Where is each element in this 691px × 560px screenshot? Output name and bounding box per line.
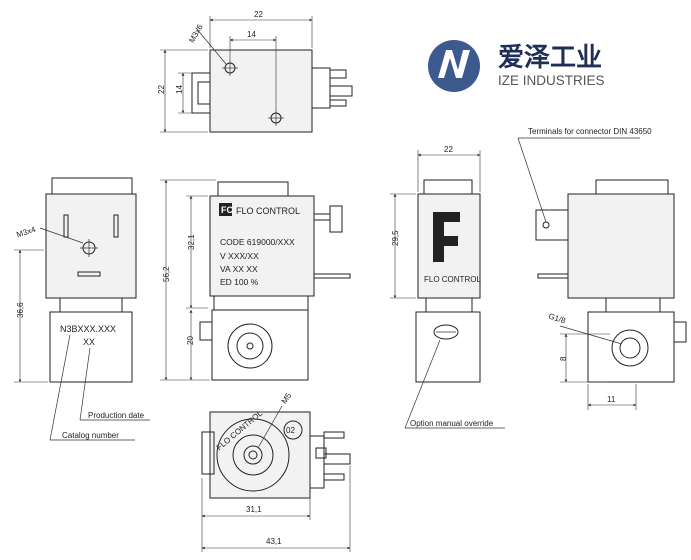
right-coil [567, 193, 675, 299]
logo-mark-icon [438, 50, 470, 78]
top-inner-width-label: 14 [247, 30, 256, 39]
right-connector-pins [535, 209, 569, 279]
top-left-cap [191, 72, 211, 114]
front-power: VA XX XX [220, 264, 258, 274]
top-left-knob [197, 81, 211, 105]
side-cap [423, 179, 473, 195]
catalog-number-label: Catalog number [62, 431, 119, 440]
side-height-label: 29,5 [391, 230, 400, 246]
bottom-left-cap [201, 431, 215, 475]
top-inner-height-label: 14 [175, 85, 184, 94]
right-cap [595, 179, 669, 195]
front-connector-pins [313, 205, 351, 279]
bottom-width1-label: 31,1 [246, 505, 262, 514]
side-width-label: 22 [444, 145, 453, 154]
bottom-center-inner [248, 450, 258, 460]
right-neck [605, 297, 661, 313]
top-height-label: 22 [157, 85, 166, 94]
left-slot-3 [77, 271, 101, 277]
bottom-ring-inner [232, 434, 274, 476]
bottom-connector-pins [315, 431, 351, 481]
part-suffix: XX [83, 337, 95, 347]
side-brand-label: FLO CONTROL [424, 275, 481, 284]
front-code: CODE 619000/XXX [220, 237, 295, 247]
bottom-coil [209, 411, 311, 499]
bottom-ring-outer [216, 418, 290, 492]
front-body-height: 20 [186, 336, 195, 345]
fc-badge-icon [219, 203, 232, 216]
bottom-view: 02 FLO CONTROL M5 31,1 43,1 [201, 391, 351, 552]
top-width-label: 22 [254, 10, 263, 19]
brand-en-name: IZE INDUSTRIES [498, 73, 605, 88]
side-body [415, 311, 481, 383]
side-neck [425, 297, 473, 313]
left-coil [45, 193, 137, 299]
front-view: FC FLO CONTROL CODE 619000/XXX V XXX/XX … [160, 179, 351, 381]
left-neck [59, 297, 123, 313]
front-port-outer [227, 323, 273, 369]
top-view: 22 14 M3x6 22 14 [157, 10, 353, 133]
front-brand-label: FLO CONTROL [236, 206, 300, 216]
bottom-center-outer [243, 445, 263, 465]
front-port-center [246, 342, 254, 350]
right-port-outer [611, 329, 649, 367]
bottom-disc [283, 420, 303, 440]
top-connector-pins [312, 67, 353, 109]
left-cap [51, 177, 133, 195]
bottom-thread-label: M5 [280, 391, 294, 406]
front-total-height: 56,2 [162, 266, 171, 282]
left-body [49, 311, 133, 383]
production-date-label: Production date [88, 411, 145, 420]
top-thread-label: M3x6 [187, 22, 205, 44]
front-cap [217, 181, 289, 197]
brand-logo: 爱泽工业 IZE INDUSTRIES [428, 40, 605, 92]
option-label: Option manual override [410, 419, 494, 428]
port-height-label: 8 [559, 356, 568, 361]
side-view: FLO CONTROL 22 29,5 Option manual overri… [390, 145, 505, 429]
left-slot-2 [113, 214, 119, 238]
front-port-inner [236, 332, 264, 360]
bottom-width2-label: 43,1 [266, 537, 282, 546]
port-width-label: 11 [607, 395, 616, 404]
brand-cn-name: 爱泽工业 [498, 42, 602, 72]
port-label: G1/8 [547, 312, 567, 326]
terminals-label: Terminals for connector DIN 43650 [528, 127, 652, 136]
left-thread-label: M3x4 [15, 225, 37, 240]
front-neck [213, 295, 309, 311]
front-voltage: V XXX/XX [220, 251, 259, 261]
top-coil-body [209, 49, 313, 133]
front-duty: ED 100 % [220, 277, 259, 287]
front-body [211, 309, 309, 381]
front-coil-height: 32,1 [187, 234, 196, 250]
right-view: Terminals for connector DIN 43650 G1/8 8… [517, 127, 687, 410]
side-manual-override [433, 324, 459, 340]
right-side-tab [674, 321, 687, 343]
front-side-tab [199, 321, 212, 341]
fc-badge-glyph: FC [221, 205, 233, 215]
right-port-inner [619, 337, 641, 359]
part-number: N3BXXX.XXX [60, 324, 116, 334]
left-view: M3x4 36,6 N3BXXX.XXX XX Production date … [14, 177, 150, 441]
side-fc-logo-icon [433, 212, 460, 262]
bottom-right-block [309, 435, 325, 489]
bottom-disc-label: 02 [286, 426, 295, 435]
left-height-label: 36,6 [16, 302, 25, 318]
right-body [587, 311, 675, 383]
